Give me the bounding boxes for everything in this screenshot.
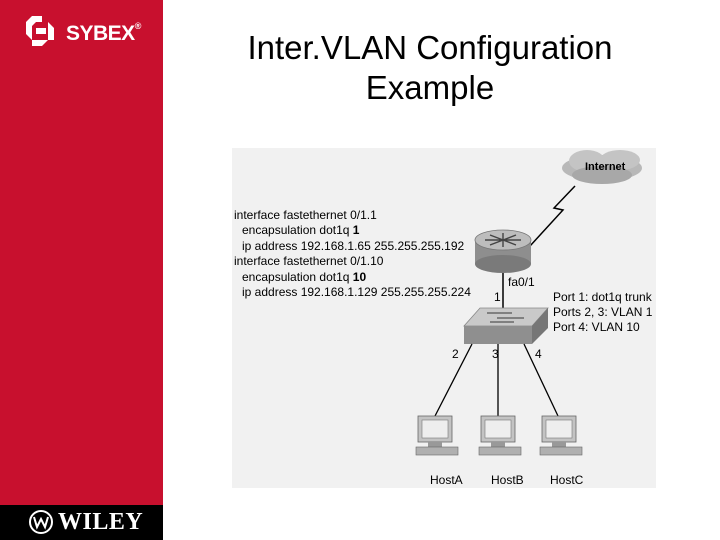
router-config-block: interface fastethernet 0/1.1 encapsulati…	[234, 208, 471, 300]
host-b-label: HostB	[491, 473, 524, 487]
host-c-label: HostC	[550, 473, 584, 487]
sybex-emblem-icon	[26, 16, 54, 46]
brand-sidebar	[0, 0, 163, 540]
diagram-canvas	[415, 150, 642, 456]
wiley-emblem-icon	[29, 510, 53, 534]
config-line: interface fastethernet 0/1.10	[234, 254, 384, 269]
switch-port-1-label: 1	[494, 290, 501, 304]
link-host-c	[523, 343, 559, 417]
switch-port-3-label: 3	[492, 347, 499, 361]
port-note: Port 1: dot1q trunk	[553, 290, 652, 304]
port-note: Port 4: VLAN 10	[553, 320, 640, 334]
host-computer-icon	[539, 415, 583, 456]
sybex-logo: SYBEX®	[22, 12, 147, 48]
config-line: ip address 192.168.1.129 255.255.255.224	[242, 285, 471, 300]
config-line: encapsulation dot1q 1	[242, 223, 360, 238]
switch-icon	[463, 307, 549, 344]
wiley-wordmark: WILEY	[58, 509, 144, 535]
sybex-wordmark: SYBEX®	[66, 21, 141, 45]
config-line: encapsulation dot1q 10	[242, 269, 367, 284]
switch-port-2-label: 2	[452, 347, 459, 361]
port-note: Ports 2, 3: VLAN 1	[553, 305, 653, 319]
wan-link	[529, 185, 576, 247]
host-computer-icon	[415, 415, 459, 456]
switch-port-4-label: 4	[535, 347, 542, 361]
network-diagram	[232, 148, 656, 488]
port-assignment-notes: Port 1: dot1q trunk Ports 2, 3: VLAN 1 P…	[553, 290, 652, 335]
config-line: interface fastethernet 0/1.1	[234, 208, 377, 222]
internet-cloud-icon	[562, 150, 642, 184]
config-line: ip address 192.168.1.65 255.255.255.192	[242, 238, 465, 253]
slide-title: Inter.VLAN Configuration Example	[200, 28, 660, 108]
footer-band	[0, 505, 163, 540]
router-port-label: fa0/1	[508, 275, 535, 289]
host-computer-icon	[478, 415, 522, 456]
internet-label: Internet	[585, 161, 626, 173]
slide-title-line-2: Example	[365, 69, 495, 106]
host-a-label: HostA	[430, 473, 463, 487]
wiley-logo: WILEY	[28, 508, 158, 536]
router-icon	[474, 229, 532, 273]
link-host-a	[434, 343, 473, 417]
slide-title-line-1: Inter.VLAN Configuration	[247, 29, 613, 66]
